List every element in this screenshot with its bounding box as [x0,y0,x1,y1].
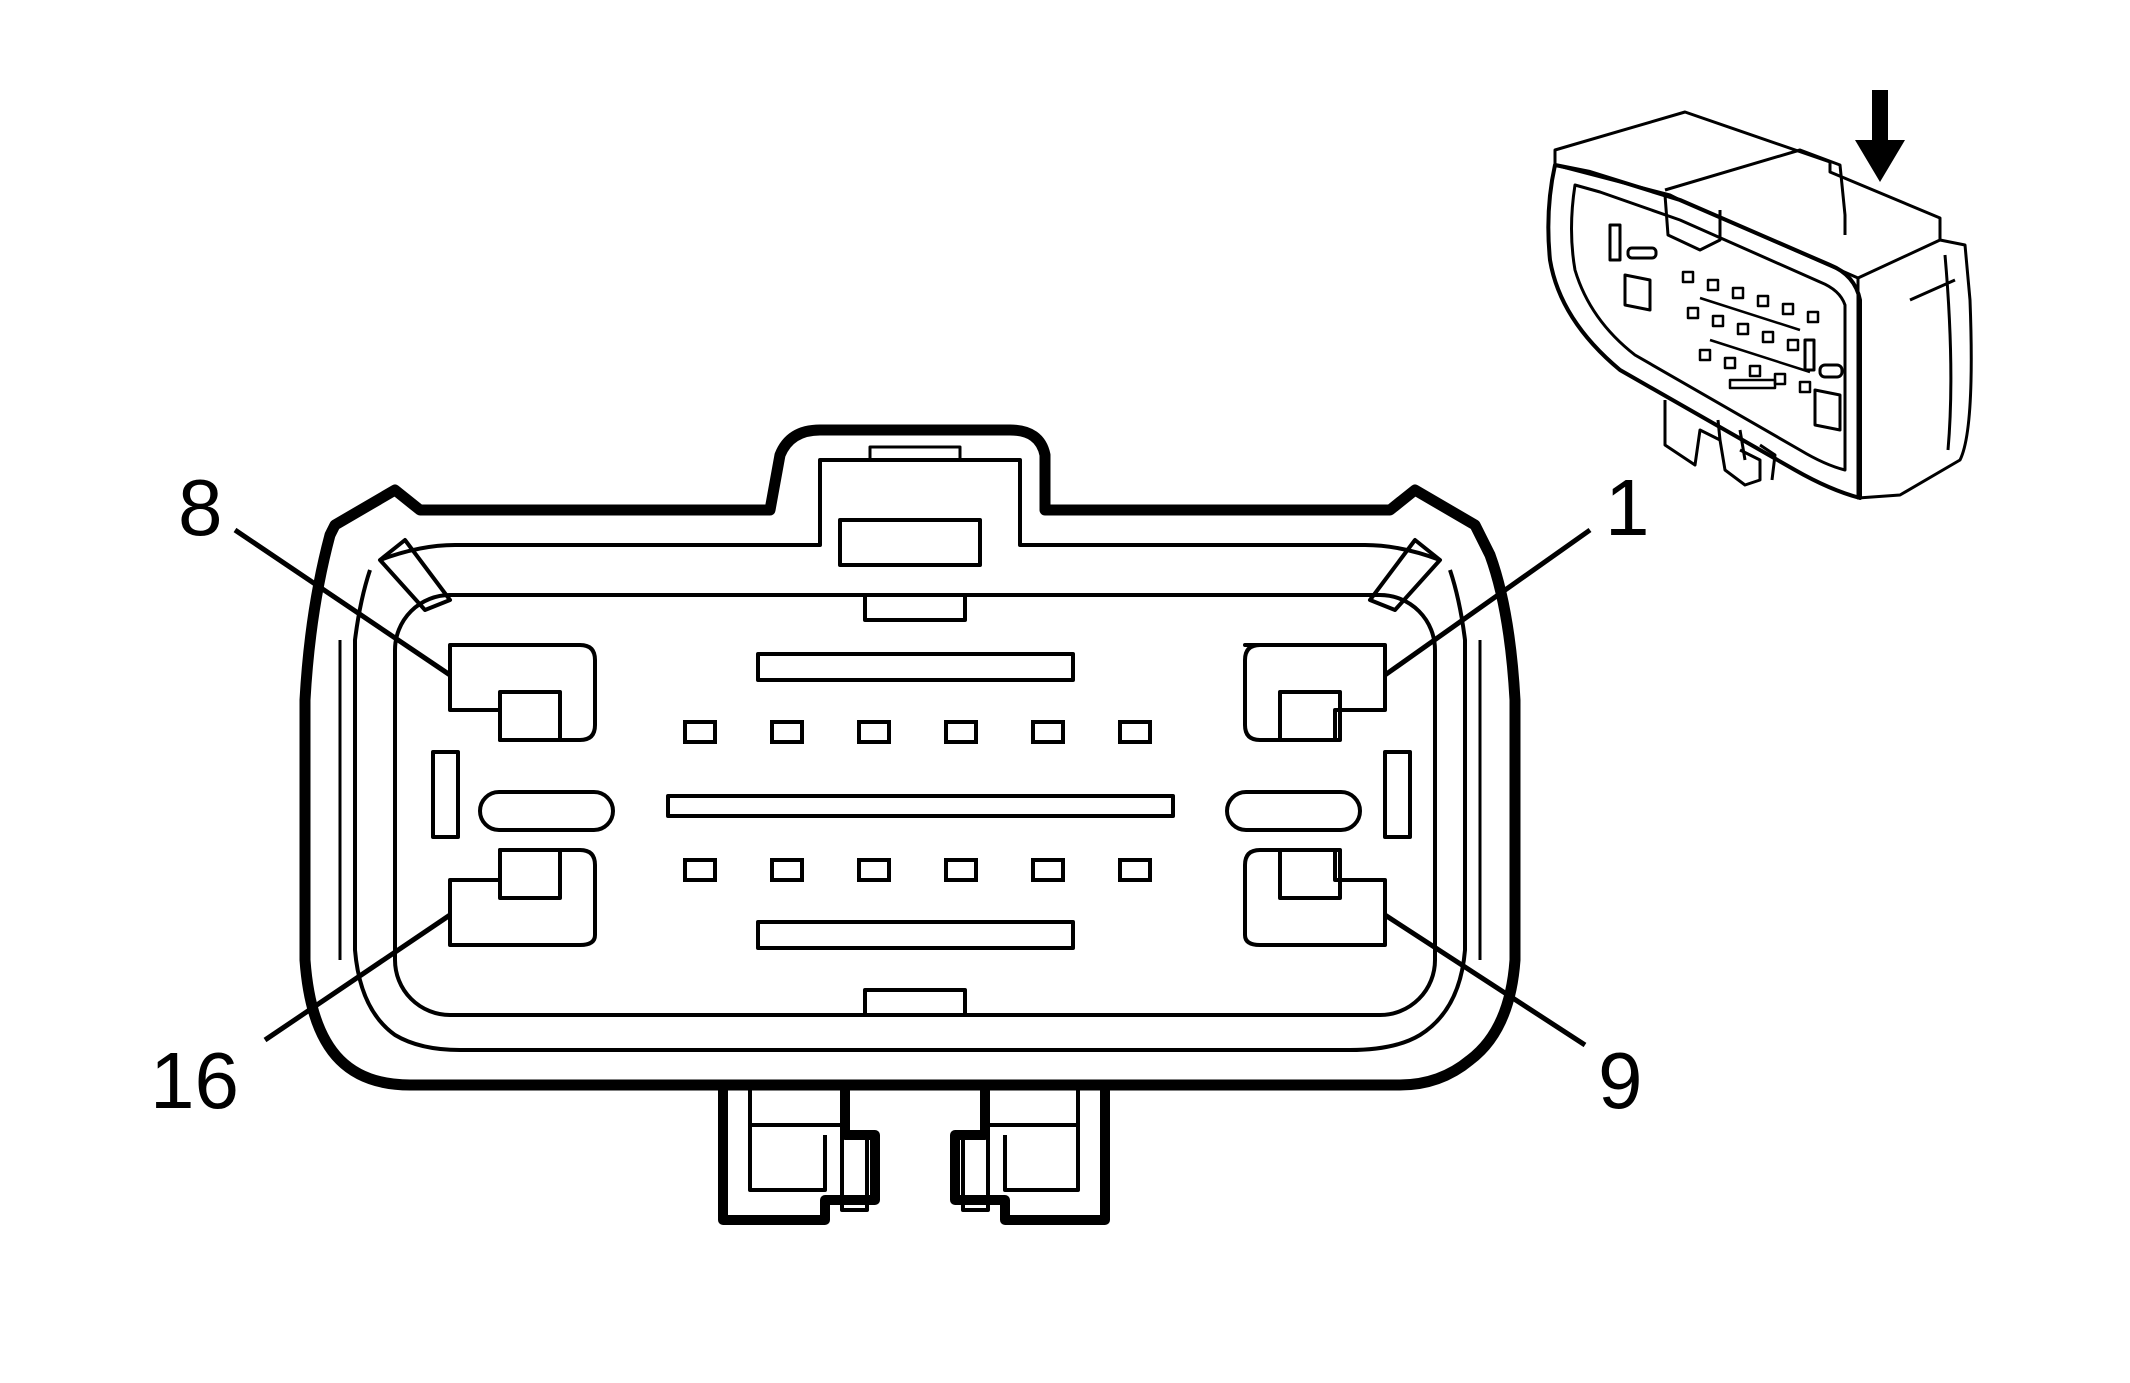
lock-tab-right-key [961,1133,990,1212]
inset-body-ridge [1664,148,1847,235]
bottom-lock-tabs [718,1090,1110,1225]
left-vertical-slot [431,750,460,839]
inset-bottom-tab-right [1718,439,1762,487]
pin-label-8: 8 [178,463,223,552]
cavity-8-terminal [498,690,562,742]
inset-cavity [1608,223,1622,262]
connector-perspective-inset [1546,110,1973,500]
corner-rib-left [378,538,452,612]
inset-bottom-tab-right2 [1738,429,1777,481]
cavity-16-terminal [498,848,562,900]
pin-square [1118,720,1152,744]
right-vertical-slot [1383,750,1412,839]
connector-face [393,593,1437,1017]
leader-lines [233,527,1592,1048]
pin-square [683,858,717,882]
top-latch-slot [838,518,982,567]
housing-outer-outline [299,424,1521,1091]
pin-square [770,858,804,882]
inset-body-side [1856,238,1973,500]
leader-line-8 [233,527,452,678]
leader-line-9 [1383,912,1587,1048]
pin-label-9: 9 [1598,1036,1643,1125]
lock-tab-left-inner [748,1090,845,1192]
left-rounded-slot [478,790,615,832]
inset-front-face [1546,163,1862,500]
pin-square [1031,720,1065,744]
cavity-9-terminal [1278,848,1342,900]
small-pin-row-lower [683,858,1152,882]
leader-line-1 [1383,527,1592,678]
upper-long-slot [756,652,1075,682]
pin-square [1031,858,1065,882]
view-direction-arrow-icon [1855,90,1905,182]
pin-square [944,858,978,882]
pin-square [857,720,891,744]
lock-tab-right-inner [985,1090,1080,1192]
inset-terminal-grid [1681,270,1820,394]
inset-cavity [1813,388,1842,432]
center-long-slot [666,794,1175,818]
lock-tab-right-outer [950,1090,1110,1225]
pin-cavities [431,643,1412,950]
lock-tab-left-outer [718,1090,880,1225]
right-rounded-slot [1225,790,1362,832]
pin-square [770,720,804,744]
cavity-16 [448,848,597,947]
pin-square [1118,858,1152,882]
pin-label-16: 16 [150,1036,239,1125]
pin-label-1: 1 [1605,463,1650,552]
inset-latch [1663,194,1722,252]
pin-square [944,720,978,744]
inset-cavity [1803,338,1816,372]
housing-second-outline [353,569,1467,1052]
pin-square [857,858,891,882]
connector-housing [299,424,1521,1091]
cavity-1-terminal [1278,690,1342,742]
top-latch-edge [868,445,962,462]
small-pin-row-upper [683,720,1152,744]
bottom-latch-notch [863,988,967,1017]
inset-body-side-lines [1909,254,1956,451]
pin-square [683,720,717,744]
lower-long-slot [756,920,1075,950]
top-latch-notch [863,593,967,622]
inset-cavity [1626,246,1658,260]
inset-front-inner [1570,183,1847,472]
corner-rib-right [1368,538,1442,612]
cavity-9 [1243,848,1387,947]
inset-cavity [1623,273,1652,312]
seal-ring-inner-lines [338,640,1482,960]
inset-bottom-tab-left [1663,400,1722,467]
leader-line-16 [263,912,452,1043]
lock-tab-left-key [840,1133,869,1212]
inset-cavity [1818,363,1844,379]
cavity-8 [448,643,597,742]
